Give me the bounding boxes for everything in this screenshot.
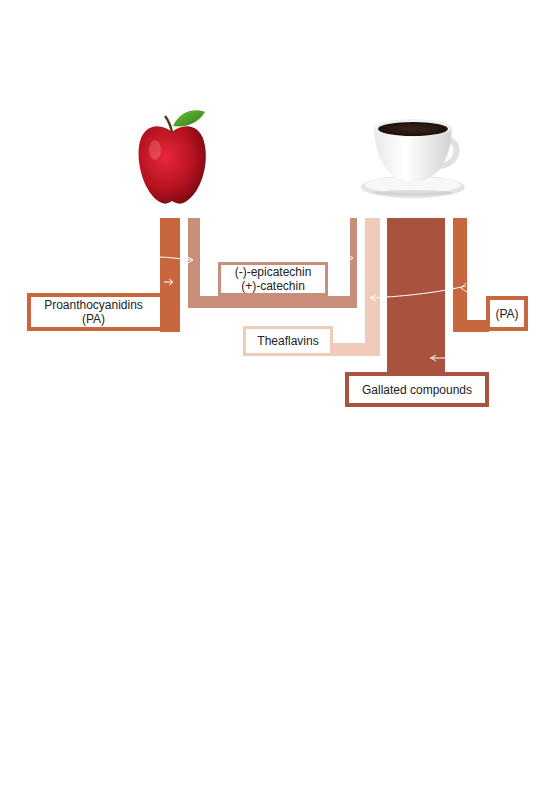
compound-label: (+)-catechin — [241, 279, 305, 293]
compound-box: (PA) — [486, 296, 528, 331]
apple-illustration — [139, 110, 206, 203]
compound-box: Proanthocyanidins (PA) — [27, 293, 164, 331]
flow-arrow — [158, 255, 467, 361]
compound-label: Proanthocyanidins (PA) — [37, 298, 150, 326]
compound-box: Gallated compounds — [345, 372, 489, 407]
compound-label: (-)-epicatechin — [235, 265, 312, 279]
compound-label: Gallated compounds — [362, 383, 472, 397]
compound-label: (PA) — [495, 307, 518, 321]
compound-box: Theaflavins — [243, 326, 333, 356]
flow-band — [160, 218, 489, 374]
coffee-illustration — [361, 119, 465, 198]
compound-box: (-)-epicatechin(+)-catechin — [218, 262, 328, 296]
compound-label: Theaflavins — [257, 334, 318, 348]
